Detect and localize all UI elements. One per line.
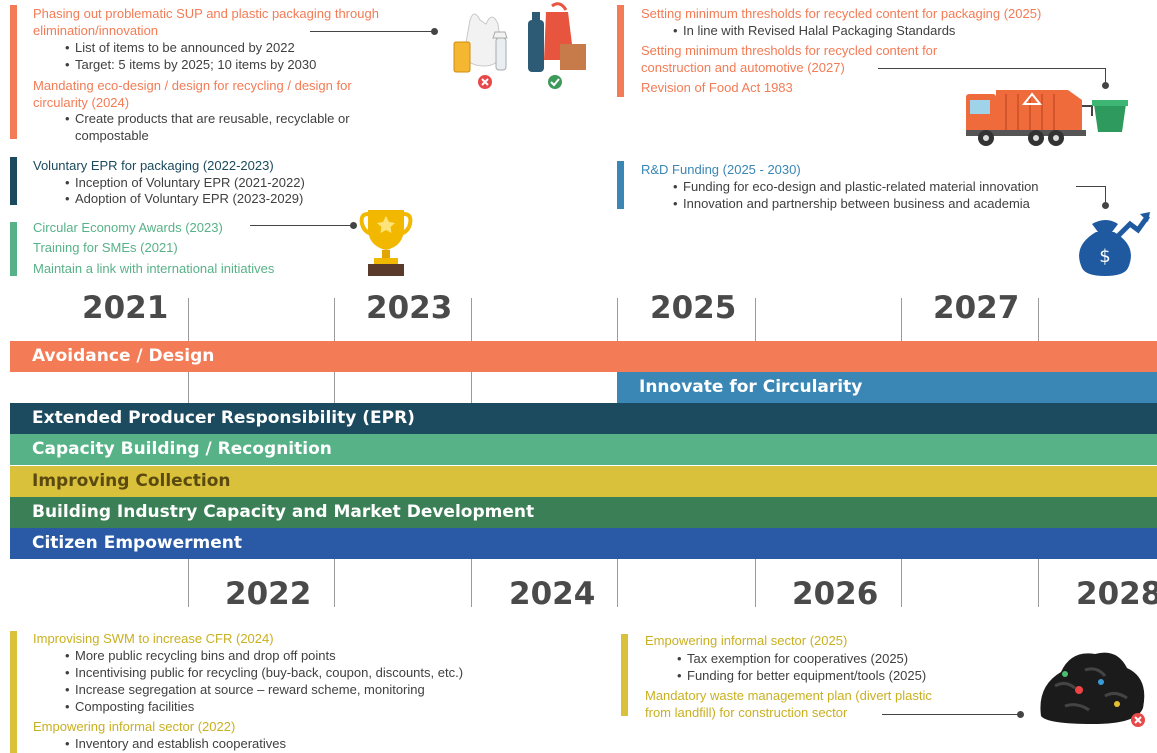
band-improving-collection: Improving Collection (10, 466, 1157, 497)
connector-dot-trash (1017, 711, 1024, 718)
year-2023: 2023 (366, 290, 453, 326)
collection-right-bar (621, 634, 628, 716)
bullet-recycling-bins: More public recycling bins and drop off … (65, 647, 336, 664)
band-industry-capacity: Building Industry Capacity and Market De… (10, 497, 1157, 528)
band-innovate-circularity: Innovate for Circularity (617, 372, 1157, 403)
food-act-heading: Revision of Food Act 1983 (641, 80, 793, 95)
year-2026: 2026 (792, 576, 879, 612)
international-link-text: Maintain a link with international initi… (33, 261, 275, 276)
informal-sector-2022-heading: Empowering informal sector (2022) (33, 719, 236, 734)
tick-top-4 (617, 298, 618, 342)
sme-training-text: Training for SMEs (2021) (33, 240, 178, 255)
tick-bottom-7 (1038, 559, 1039, 607)
eco-design-heading-1: Mandating eco-design / design for recycl… (33, 78, 352, 93)
bullet-reusable-products: Create products that are reusable, recyc… (65, 110, 350, 127)
year-2022: 2022 (225, 576, 312, 612)
rd-funding-heading: R&D Funding (2025 - 2030) (641, 162, 801, 177)
phase-out-heading-1: Phasing out problematic SUP and plastic … (33, 6, 379, 21)
connector-truck-v (1105, 68, 1106, 84)
year-2025: 2025 (650, 290, 737, 326)
connector-dot-trophy (350, 222, 357, 229)
connector-money-v (1105, 186, 1106, 204)
bullet-inventory-cooperatives: Inventory and establish cooperatives (65, 735, 286, 752)
recycled-content-construction-heading-2: construction and automotive (2027) (641, 60, 845, 75)
bullet-compostable-cont: compostable (75, 128, 149, 143)
bullet-halal-standards: In line with Revised Halal Packaging Sta… (673, 22, 955, 39)
tick-bottom-4 (617, 559, 618, 607)
waste-plan-heading-2: from landfill) for construction sector (645, 705, 848, 720)
connector-dot-money (1102, 202, 1109, 209)
eco-design-heading-2: circularity (2024) (33, 95, 130, 110)
bullet-segregation-source: Increase segregation at source – reward … (65, 681, 425, 698)
trash-pile-icon (1040, 652, 1145, 727)
tick-top-7 (1038, 298, 1039, 342)
money-bag-icon: $ (1079, 212, 1151, 276)
voluntary-epr-heading: Voluntary EPR for packaging (2022-2023) (33, 158, 274, 173)
band-avoidance-design: Avoidance / Design (10, 341, 1157, 372)
year-2024: 2024 (509, 576, 596, 612)
tick-top-5 (755, 298, 756, 342)
band-epr: Extended Producer Responsibility (EPR) (10, 403, 1157, 434)
improvising-swm-heading: Improvising SWM to increase CFR (2024) (33, 631, 274, 646)
rd-right-bar (617, 161, 624, 209)
tick-bottom-1 (188, 559, 189, 607)
phase-out-heading-2: elimination/innovation (33, 23, 159, 38)
connector-trophy (250, 225, 352, 226)
connector-truck-h (878, 68, 1106, 69)
tick-bottom-5 (755, 559, 756, 607)
connector-plastics (310, 31, 434, 32)
connector-trash (882, 714, 1020, 715)
ce-awards-text: Circular Economy Awards (2023) (33, 220, 223, 235)
epr-left-bar (10, 157, 17, 205)
bullet-better-equipment: Funding for better equipment/tools (2025… (677, 667, 926, 684)
informal-sector-2025-heading: Empowering informal sector (2025) (645, 633, 848, 648)
year-2028: 2028 (1076, 576, 1157, 612)
connector-dot-plastics (431, 28, 438, 35)
band-citizen-empowerment: Citizen Empowerment (10, 528, 1157, 559)
bullet-composting: Composting facilities (65, 698, 194, 715)
bullet-epr-adoption: Adoption of Voluntary EPR (2023-2029) (65, 190, 303, 207)
collection-left-bar (10, 631, 17, 753)
bullet-items-announced: List of items to be announced by 2022 (65, 39, 295, 56)
connector-dot-truck (1102, 82, 1109, 89)
bullet-tax-exemption: Tax exemption for cooperatives (2025) (677, 650, 908, 667)
tick-bottom-6 (901, 559, 902, 607)
avoidance-left-bar (10, 5, 17, 139)
trophy-icon (359, 210, 413, 276)
recycled-content-construction-heading-1: Setting minimum thresholds for recycled … (641, 43, 938, 58)
recycled-content-packaging-heading: Setting minimum thresholds for recycled … (641, 6, 1042, 21)
svg-text:$: $ (1099, 246, 1110, 267)
bullet-epr-inception: Inception of Voluntary EPR (2021-2022) (65, 174, 305, 191)
waste-plan-heading-1: Mandatory waste management plan (divert … (645, 688, 932, 703)
capacity-left-bar (10, 222, 17, 276)
bullet-target-items: Target: 5 items by 2025; 10 items by 203… (65, 56, 316, 73)
avoidance-right-bar (617, 5, 624, 97)
year-2021: 2021 (82, 290, 169, 326)
band-capacity-building: Capacity Building / Recognition (10, 434, 1157, 465)
garbage-truck-icon (966, 90, 1128, 146)
tick-bottom-2 (334, 559, 335, 607)
year-2027: 2027 (933, 290, 1020, 326)
bullet-eco-design-funding: Funding for eco-design and plastic-relat… (673, 178, 1039, 195)
bullet-business-academia: Innovation and partnership between busin… (673, 195, 1030, 212)
tick-top-6 (901, 298, 902, 342)
bullet-incentivising-public: Incentivising public for recycling (buy-… (65, 664, 463, 681)
plastic-items-icon (453, 2, 586, 89)
connector-money-h (1076, 186, 1106, 187)
tick-bottom-3 (471, 559, 472, 607)
